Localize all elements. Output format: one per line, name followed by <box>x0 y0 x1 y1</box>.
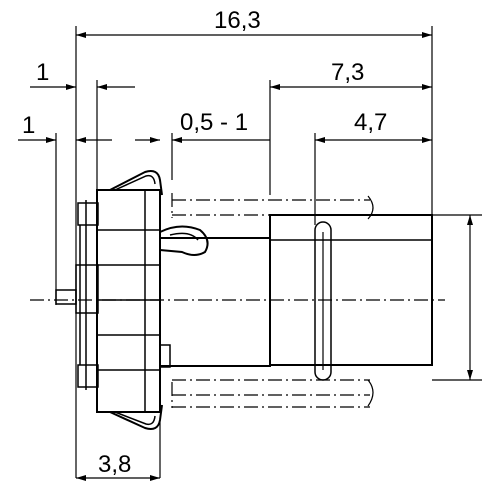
dim-inner-offset-label: 1 <box>22 112 35 139</box>
dim-flange-offset-label: 1 <box>36 59 49 86</box>
dim-body-label: 7,3 <box>331 59 364 86</box>
dimension-lines <box>18 26 482 481</box>
dim-gap-label: 0,5 - 1 <box>180 109 248 136</box>
connector-body <box>30 170 445 430</box>
dim-flange-width-label: 3,8 <box>98 451 131 478</box>
dim-overall-label: 16,3 <box>214 7 261 34</box>
dimension-labels: 16,3 1 7,3 1 0,5 - 1 4,7 3,8 <box>22 7 387 478</box>
dim-tip-label: 4,7 <box>354 109 387 136</box>
